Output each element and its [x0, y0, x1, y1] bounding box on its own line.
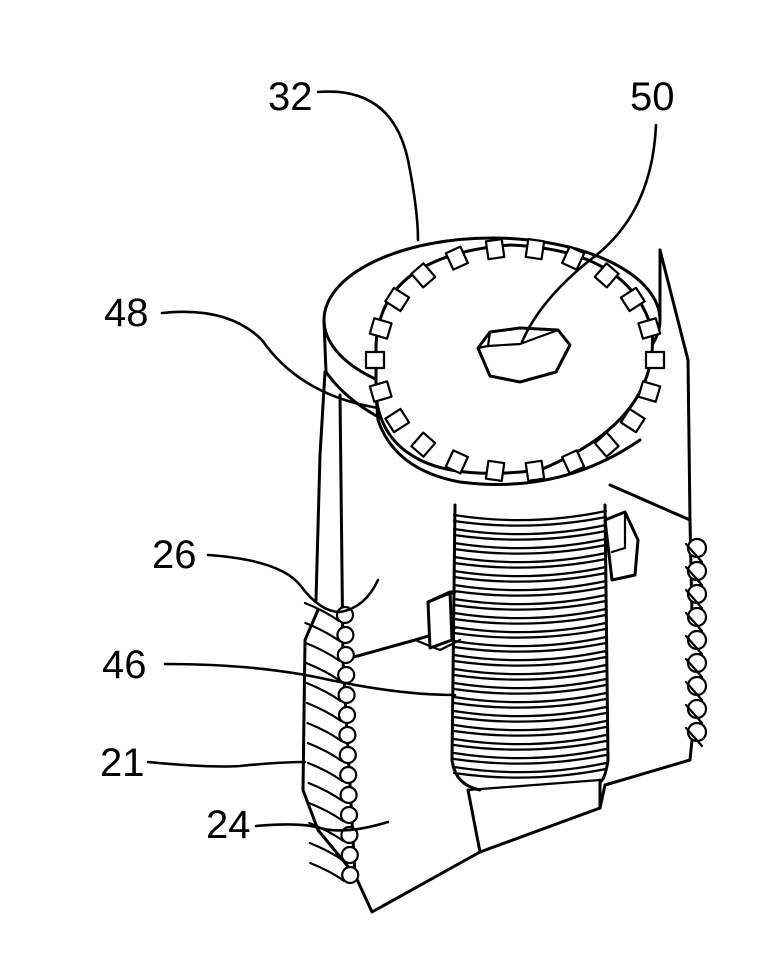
left-protrusion-column	[305, 603, 358, 883]
locking-tooth	[526, 239, 544, 259]
leader-21	[148, 762, 305, 767]
right-protrusion-column	[686, 539, 706, 746]
protrusion-edge	[307, 683, 341, 701]
leader-24	[256, 822, 388, 830]
side-tab-left	[428, 592, 455, 648]
protrusion-edge	[307, 703, 341, 721]
label-50: 50	[630, 75, 675, 119]
protrusion-edge	[306, 643, 340, 661]
locking-tooth	[526, 461, 544, 481]
locking-tooth	[366, 352, 384, 368]
protrusion-edge	[307, 723, 341, 741]
protrusion-edge	[308, 763, 342, 781]
leader-26	[208, 555, 378, 612]
label-48: 48	[104, 291, 149, 335]
locking-tooth	[638, 381, 660, 401]
side-tab-right	[605, 512, 638, 580]
shank-threads	[454, 511, 606, 778]
label-26: 26	[152, 533, 197, 577]
screw-head	[324, 238, 664, 484]
leader-32	[318, 92, 418, 240]
label-46: 46	[102, 643, 147, 687]
label-24: 24	[206, 803, 251, 847]
locking-tooth	[370, 381, 392, 401]
thread-ridge	[454, 511, 606, 520]
leader-46	[165, 664, 455, 695]
label-21: 21	[100, 741, 145, 785]
locking-tooth	[486, 461, 504, 481]
protrusion-edge	[308, 743, 342, 761]
protrusion-edge	[310, 843, 344, 861]
protrusion-edge	[305, 623, 339, 641]
locking-tooth	[638, 318, 660, 338]
threaded-shank	[452, 505, 608, 790]
protrusion-edge	[309, 783, 343, 801]
protrusion-edge	[310, 863, 344, 881]
label-32: 32	[268, 75, 313, 119]
locking-tooth	[370, 318, 392, 338]
locking-tooth	[646, 352, 664, 368]
locking-tooth	[486, 239, 504, 259]
